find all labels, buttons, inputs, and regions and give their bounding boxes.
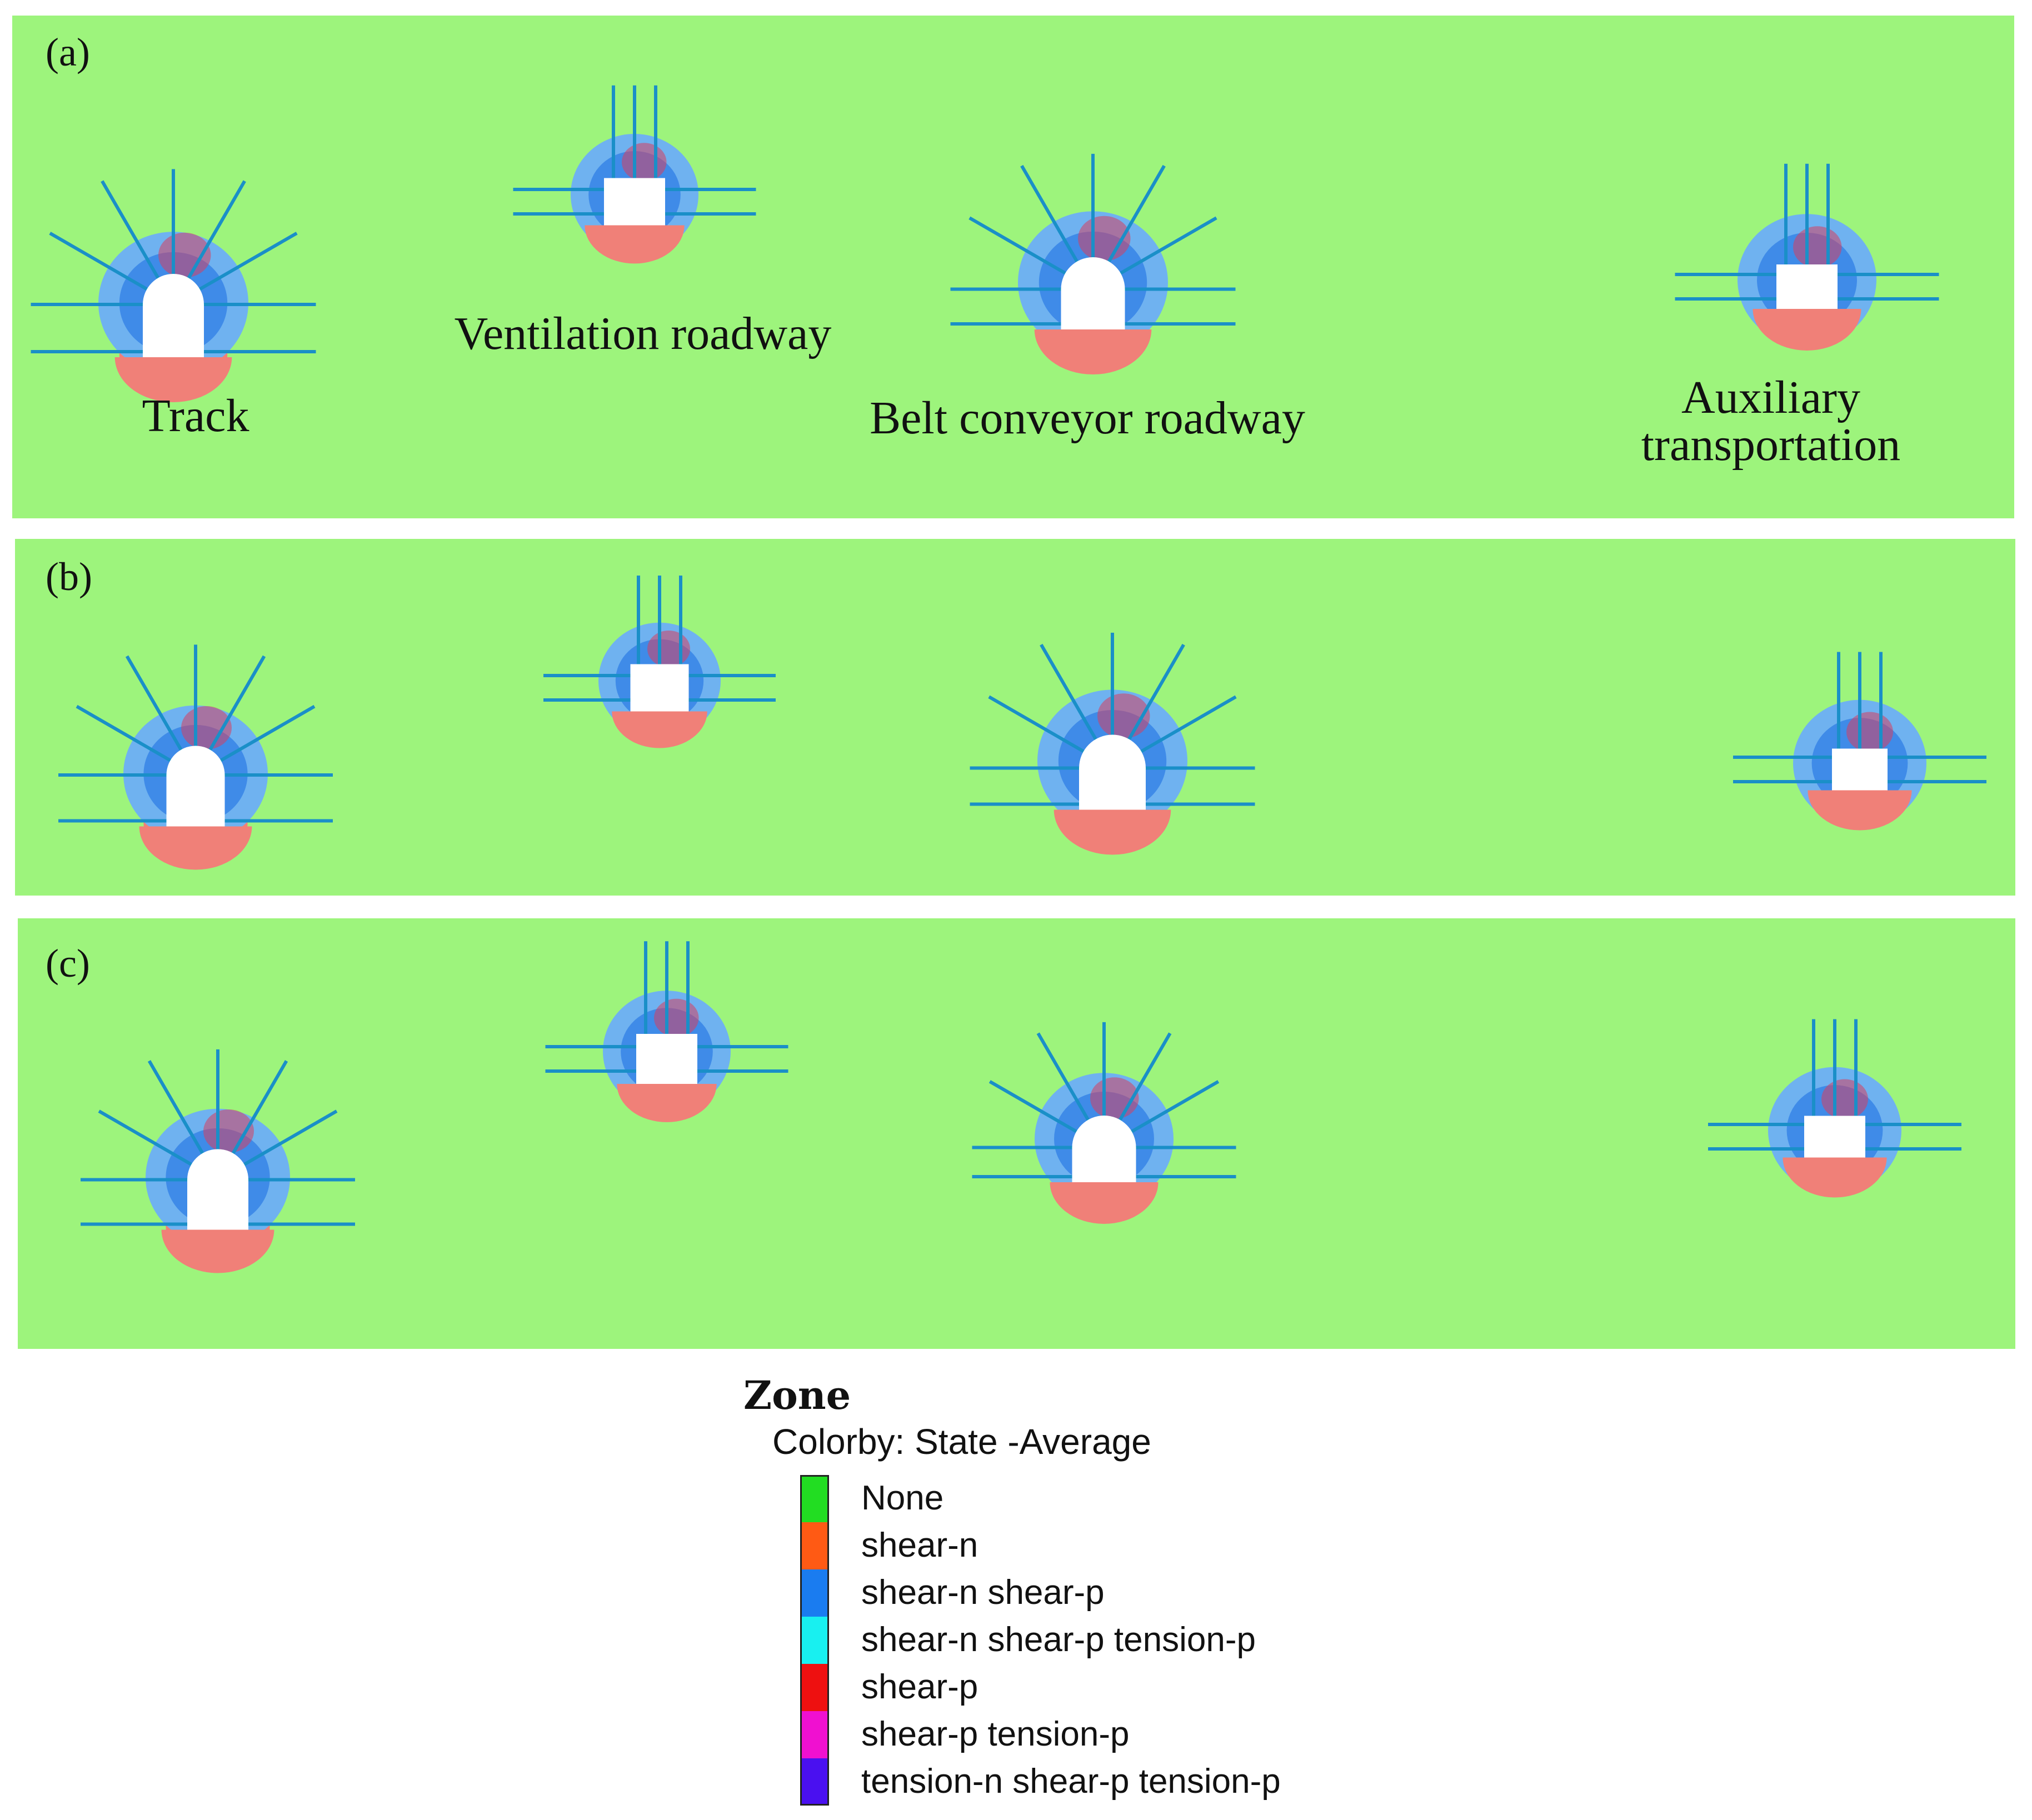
roadway-opening bbox=[1079, 734, 1146, 810]
label-auxiliary-line2: transportation bbox=[1641, 419, 1901, 471]
roadway-opening bbox=[604, 178, 665, 226]
panel-b-background bbox=[15, 539, 2015, 896]
roadway-opening bbox=[187, 1149, 248, 1230]
legend-swatch bbox=[800, 1617, 829, 1664]
roadway-opening bbox=[636, 1034, 697, 1084]
roadway-belt bbox=[972, 1022, 1236, 1224]
roadway-opening bbox=[166, 746, 225, 827]
roadway-auxiliary bbox=[1733, 652, 1986, 831]
legend: Zone Colorby: State -Average None shear-n… bbox=[733, 1372, 1400, 1806]
legend-label: shear-p tension-p bbox=[861, 1715, 1130, 1753]
legend-label: shear-n shear-p bbox=[861, 1573, 1105, 1612]
plastic-zone-floor bbox=[1050, 1182, 1159, 1224]
roadway-opening bbox=[1804, 1116, 1865, 1158]
plastic-zone-red bbox=[1846, 712, 1893, 752]
roadway-opening bbox=[1061, 257, 1125, 329]
plastic-zone-floor bbox=[612, 711, 707, 748]
label-auxiliary-line1: Auxiliary bbox=[1681, 372, 1860, 423]
label-belt: Belt conveyor roadway bbox=[870, 392, 1305, 444]
legend-label: shear-p bbox=[861, 1668, 978, 1706]
legend-swatch bbox=[800, 1569, 829, 1617]
panel-b-svg: (b) bbox=[15, 539, 2015, 896]
panel-c-letter: (c) bbox=[46, 941, 90, 986]
plastic-zone-floor bbox=[114, 357, 232, 402]
plastic-zone-red bbox=[647, 631, 690, 667]
roadway-belt bbox=[950, 153, 1236, 375]
panel-c: (c) bbox=[18, 918, 2015, 1349]
legend-swatch bbox=[800, 1664, 829, 1711]
plastic-zone-floor bbox=[1783, 1157, 1887, 1198]
roadway-track bbox=[58, 644, 333, 870]
panel-a-svg: (a) Track Ventilation roadway Belt conve… bbox=[12, 16, 2014, 518]
roadway-track bbox=[81, 1049, 355, 1273]
label-track: Track bbox=[142, 390, 249, 442]
plastic-zone-red bbox=[181, 706, 232, 749]
legend-swatch bbox=[800, 1758, 829, 1806]
roadway-belt bbox=[970, 632, 1255, 855]
legend-label: None bbox=[861, 1479, 944, 1517]
roadway-auxiliary bbox=[1675, 163, 1939, 351]
panel-a: (a) Track Ventilation roadway Belt conve… bbox=[12, 16, 2014, 518]
roadway-auxiliary bbox=[1708, 1019, 1961, 1198]
label-ventilation: Ventilation roadway bbox=[455, 308, 832, 359]
plastic-zone-floor bbox=[1034, 329, 1152, 375]
legend-label: tension-n shear-p tension-p bbox=[861, 1762, 1281, 1801]
plastic-zone-floor bbox=[1753, 309, 1861, 351]
plastic-zone-red bbox=[622, 143, 667, 182]
roadway-ventilation bbox=[513, 85, 756, 264]
plastic-zone-floor bbox=[1054, 809, 1171, 855]
plastic-zone-floor bbox=[585, 225, 685, 264]
legend-swatch bbox=[800, 1475, 829, 1522]
plastic-zone-floor bbox=[617, 1084, 717, 1122]
roadway-opening bbox=[1776, 264, 1838, 309]
panel-a-background bbox=[12, 16, 2014, 518]
roadway-track bbox=[31, 169, 316, 402]
legend-title: Zone bbox=[743, 1372, 851, 1418]
plastic-zone-red bbox=[654, 998, 699, 1037]
plastic-zone-red bbox=[1821, 1079, 1868, 1119]
legend-swatch bbox=[800, 1711, 829, 1758]
legend-swatch bbox=[800, 1522, 829, 1569]
panel-b: (b) bbox=[15, 539, 2015, 896]
panel-b-letter: (b) bbox=[46, 554, 92, 599]
plastic-zone-floor bbox=[161, 1229, 274, 1273]
plastic-zone-floor bbox=[139, 826, 252, 870]
roadway-ventilation bbox=[545, 941, 788, 1122]
roadway-opening bbox=[630, 664, 689, 712]
panel-a-letter: (a) bbox=[46, 30, 90, 74]
plastic-zone-red bbox=[158, 232, 211, 278]
plastic-zone-floor bbox=[1808, 790, 1912, 831]
legend-label: shear-n bbox=[861, 1526, 978, 1564]
legend-subtitle: Colorby: State -Average bbox=[772, 1422, 1151, 1462]
roadway-ventilation bbox=[543, 576, 776, 748]
panel-c-background bbox=[18, 918, 2015, 1349]
roadway-opening bbox=[1832, 748, 1888, 791]
panel-c-svg: (c) bbox=[18, 918, 2015, 1349]
plastic-zone-red bbox=[1793, 226, 1842, 268]
roadway-opening bbox=[1072, 1116, 1136, 1182]
legend-label: shear-n shear-p tension-p bbox=[861, 1621, 1256, 1659]
roadway-opening bbox=[143, 274, 204, 357]
